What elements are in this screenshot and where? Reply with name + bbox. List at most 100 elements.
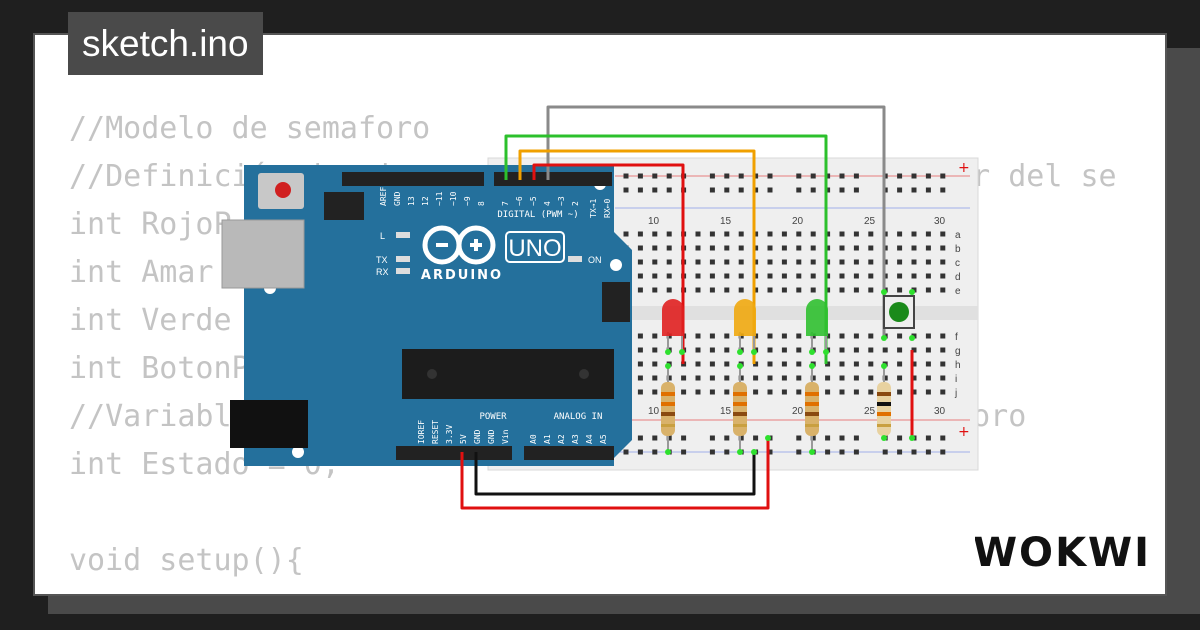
led-green[interactable] xyxy=(806,299,828,352)
code-line: void setup(){ xyxy=(69,543,304,578)
breadboard-hole xyxy=(753,361,759,367)
breadboard-hole xyxy=(724,347,730,353)
breadboard-hole xyxy=(781,375,787,381)
breadboard-hole xyxy=(623,173,629,179)
wire-gray xyxy=(546,105,886,338)
breadboard-hole xyxy=(724,435,730,441)
breadboard-hole xyxy=(810,375,816,381)
breadboard-hole xyxy=(637,187,643,193)
breadboard-hole xyxy=(925,361,931,367)
breadboard-hole xyxy=(911,245,917,251)
breadboard-hole xyxy=(637,435,643,441)
led-label: ON xyxy=(588,255,602,265)
breadboard-hole xyxy=(940,333,946,339)
usb-port xyxy=(221,219,305,289)
breadboard-hole xyxy=(753,287,759,293)
breadboard-hole xyxy=(738,273,744,279)
row-letter: h xyxy=(955,360,961,371)
breadboard-hole xyxy=(911,347,917,353)
breadboard-hole xyxy=(695,245,701,251)
breadboard-hole xyxy=(709,231,715,237)
board-model: UNO xyxy=(508,235,561,262)
breadboard-hole xyxy=(637,231,643,237)
breadboard-hole xyxy=(738,287,744,293)
breadboard-hole xyxy=(810,435,816,441)
breadboard-hole xyxy=(925,287,931,293)
breadboard-hole xyxy=(753,259,759,265)
col-number: 10 xyxy=(648,406,660,417)
breadboard-hole xyxy=(897,287,903,293)
breadboard-hole xyxy=(897,245,903,251)
arduino-uno-board[interactable]: UNO ARDUINO DIGITAL (PWM ~) POWER ANALOG… xyxy=(221,165,632,466)
breadboard-hole xyxy=(810,173,816,179)
pin-label: A2 xyxy=(557,434,566,444)
pin-label: GND xyxy=(473,429,482,444)
pin-label: 2 xyxy=(571,201,580,206)
breadboard-hole xyxy=(897,361,903,367)
breadboard-hole xyxy=(753,231,759,237)
breadboard-hole xyxy=(810,287,816,293)
pin-label: ~3 xyxy=(557,196,566,206)
col-number: 25 xyxy=(864,216,876,227)
breadboard-hole xyxy=(940,173,946,179)
connection-dots xyxy=(665,289,915,455)
breadboard-hole xyxy=(767,375,773,381)
breadboard-hole xyxy=(767,389,773,395)
breadboard-hole xyxy=(925,259,931,265)
wokwi-logo: WOKWI xyxy=(975,530,1150,576)
breadboard-hole xyxy=(652,259,658,265)
breadboard-hole xyxy=(810,231,816,237)
breadboard-hole xyxy=(753,375,759,381)
breadboard-hole xyxy=(666,173,672,179)
breadboard-hole xyxy=(940,287,946,293)
breadboard-hole xyxy=(810,273,816,279)
wire-green xyxy=(504,134,828,364)
breadboard-hole xyxy=(925,333,931,339)
led-yellow[interactable] xyxy=(734,299,756,352)
pin-label: ~6 xyxy=(515,196,524,206)
breadboard-hole xyxy=(897,173,903,179)
breadboard-hole xyxy=(853,259,859,265)
col-number: 15 xyxy=(720,406,732,417)
wire-black-gnd xyxy=(474,452,756,496)
breadboard-hole xyxy=(695,287,701,293)
col-number: 15 xyxy=(720,216,732,227)
pin-label: 4 xyxy=(543,201,552,206)
breadboard-hole xyxy=(781,245,787,251)
breadboard-hole xyxy=(637,333,643,339)
pin-label: A5 xyxy=(599,434,608,444)
breadboard-hole xyxy=(796,259,802,265)
breadboard-hole xyxy=(868,389,874,395)
breadboard-hole xyxy=(652,389,658,395)
board-brand: ARDUINO xyxy=(421,268,503,283)
breadboard-hole xyxy=(652,333,658,339)
col-number: 30 xyxy=(934,216,946,227)
breadboard-hole xyxy=(940,245,946,251)
breadboard-hole xyxy=(853,187,859,193)
breadboard-hole xyxy=(724,231,730,237)
breadboard-hole xyxy=(825,361,831,367)
breadboard-hole xyxy=(940,389,946,395)
brand-text: WOKWI xyxy=(975,530,1150,576)
breadboard-hole xyxy=(781,347,787,353)
breadboard-hole xyxy=(796,361,802,367)
breadboard-hole xyxy=(911,231,917,237)
breadboard-hole xyxy=(925,231,931,237)
pin-label: 5V xyxy=(459,434,468,444)
pushbutton[interactable] xyxy=(883,295,915,329)
breadboard-hole xyxy=(709,389,715,395)
breadboard-hole xyxy=(623,231,629,237)
breadboard-hole xyxy=(666,245,672,251)
breadboard-hole xyxy=(925,187,931,193)
breadboard-hole xyxy=(897,333,903,339)
breadboard-hole xyxy=(940,449,946,455)
breadboard-hole xyxy=(940,231,946,237)
breadboard-hole xyxy=(724,449,730,455)
led-label: RX xyxy=(376,267,389,277)
breadboard-hole xyxy=(637,273,643,279)
power-label: POWER xyxy=(479,412,507,422)
led-red[interactable] xyxy=(662,299,684,352)
led-label: TX xyxy=(376,255,388,265)
breadboard-hole xyxy=(825,273,831,279)
header-top-left xyxy=(342,172,484,186)
